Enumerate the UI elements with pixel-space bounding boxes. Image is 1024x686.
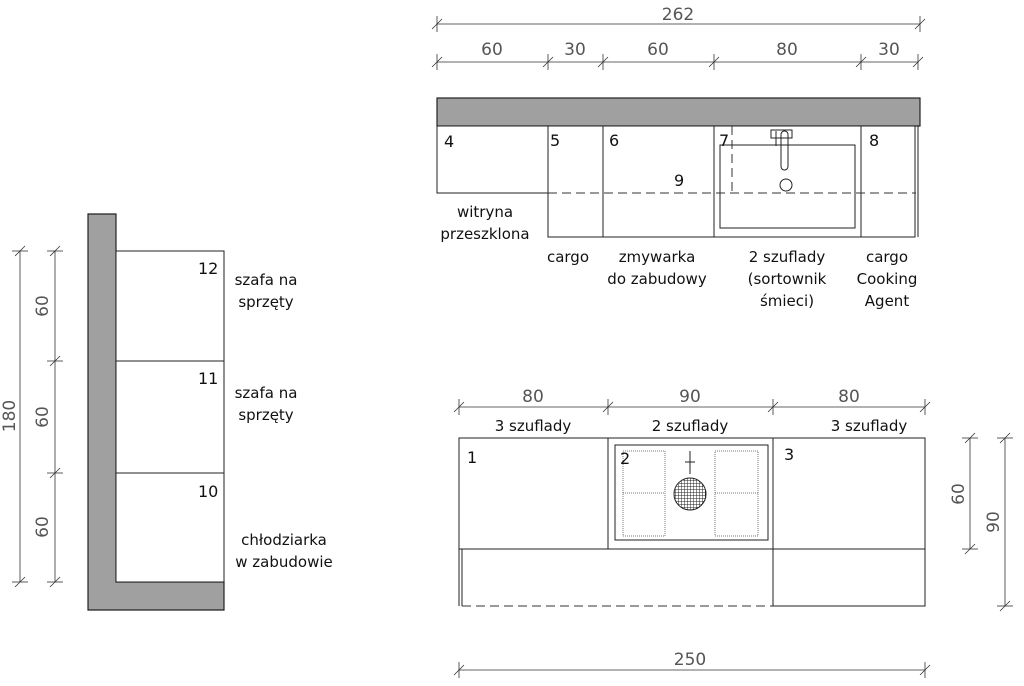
cabinet-number: 12 <box>198 259 218 278</box>
dim-label: 262 <box>662 5 694 25</box>
cabinet-4 <box>436 125 549 194</box>
dim-label: 250 <box>674 650 706 670</box>
label: chłodziarka <box>241 531 327 549</box>
countertop-wall <box>436 97 921 127</box>
cabinet-number: 4 <box>444 132 454 151</box>
label: do zabudowy <box>607 270 707 288</box>
label: szafa na <box>235 384 298 402</box>
cabinet-3 <box>772 437 926 550</box>
cabinet-8 <box>860 125 916 238</box>
cabinet-number: 2 <box>620 449 630 468</box>
bottom-plan: 80 90 80 250 60 90 3 szuflady 2 szuflady… <box>453 387 1013 678</box>
sink-icon <box>719 129 856 229</box>
cabinet-number: 3 <box>784 445 794 464</box>
dim-label: 80 <box>776 40 798 60</box>
cabinet-number: 7 <box>719 131 729 150</box>
cabinet-number: 5 <box>550 131 560 150</box>
cabinet-number: 8 <box>869 131 879 150</box>
cabinet-number: 9 <box>674 171 684 190</box>
left-plan: 12 11 10 180 60 60 60 szafa na sprzęty s… <box>0 213 333 611</box>
dim-label: 90 <box>679 387 701 407</box>
label: (sortownik <box>748 270 827 288</box>
dim-label: 80 <box>838 387 860 407</box>
dim-label: 80 <box>522 387 544 407</box>
dim-label: 30 <box>564 40 586 60</box>
cabinet-1 <box>458 437 609 550</box>
dim-label: 180 <box>0 400 20 432</box>
label: Cooking <box>857 270 918 288</box>
label: w zabudowie <box>235 553 333 571</box>
label: sprzęty <box>238 293 293 311</box>
label: 3 szuflady <box>831 417 908 435</box>
cabinet-number: 10 <box>198 482 218 501</box>
dim-label: 60 <box>949 483 969 505</box>
dimension-segments: 60 30 60 80 30 <box>431 40 924 70</box>
cooktop-icon <box>614 444 769 541</box>
dim-label: 60 <box>647 40 669 60</box>
dim-label: 90 <box>984 511 1004 533</box>
cabinet-number: 1 <box>467 448 477 467</box>
dim-label: 30 <box>878 40 900 60</box>
label: 2 szuflady <box>749 248 826 266</box>
dim-label: 60 <box>33 516 53 538</box>
label: sprzęty <box>238 406 293 424</box>
cabinet-6 <box>602 125 715 238</box>
cabinet-number: 11 <box>198 369 218 388</box>
label: 2 szuflady <box>652 417 729 435</box>
label: przeszklona <box>440 225 529 243</box>
dim-label: 60 <box>33 295 53 317</box>
cabinet-10 <box>115 472 225 583</box>
label: Agent <box>865 292 910 310</box>
cabinet-number: 6 <box>609 131 619 150</box>
dimension-total: 262 <box>431 5 926 32</box>
label: zmywarka <box>619 248 696 266</box>
dim-label: 60 <box>481 40 503 60</box>
top-plan: 262 60 30 60 80 30 4 <box>431 5 926 310</box>
label: witryna <box>457 203 513 221</box>
label: cargo <box>866 248 908 266</box>
label: szafa na <box>235 271 298 289</box>
dim-label: 60 <box>33 406 53 428</box>
label: cargo <box>547 248 589 266</box>
cabinet-5 <box>547 125 604 238</box>
label: śmieci) <box>760 292 814 310</box>
cabinet-11 <box>115 360 225 474</box>
cabinet-labels: witryna przeszklona cargo zmywarka do za… <box>440 203 917 310</box>
label: 3 szuflady <box>495 417 572 435</box>
